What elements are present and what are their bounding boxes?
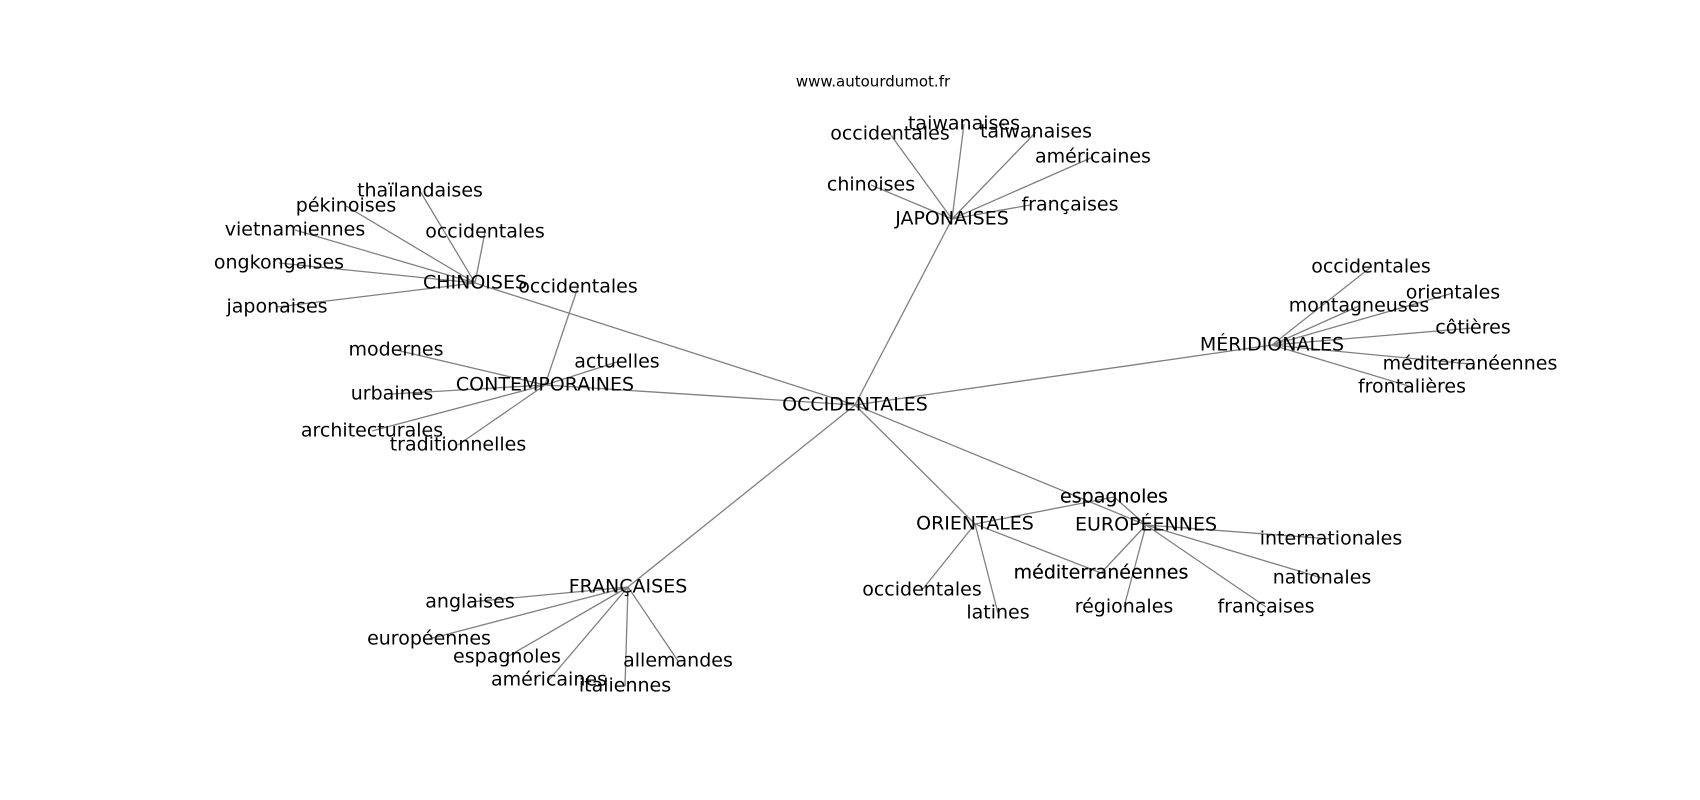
edge-meridionales-5: [1271, 344, 1413, 388]
leaf-label-chinoises-3: ongkongaises: [214, 252, 344, 274]
leaf-label-contemporaines-4: architecturales: [301, 420, 443, 442]
leaf-label-orientales-3: méditerranéennes: [1014, 562, 1189, 584]
edge-contemporaines-0: [544, 286, 579, 386]
leaf-label-chinoises-1: pékinoises: [296, 195, 396, 217]
leaf-label-contemporaines-2: modernes: [349, 339, 444, 361]
leaf-label-japonaises-4: chinoises: [827, 174, 915, 196]
edge-chinoises-0: [419, 190, 476, 284]
leaf-label-japonaises-5: françaises: [1021, 194, 1118, 216]
edge-orientales-3: [974, 523, 1102, 574]
leaf-label-meridionales-0: occidentales: [1311, 256, 1431, 278]
edge-chinoises-1: [345, 205, 476, 284]
edge-europeennes-4: [1123, 524, 1147, 608]
leaf-label-europeennes-0: espagnoles: [1060, 486, 1168, 508]
edge-japonaises-0: [889, 133, 953, 220]
leaf-label-europeennes-2: nationales: [1273, 567, 1372, 589]
edge-japonaises-5: [951, 204, 1031, 220]
edge-meridionales-1: [1271, 305, 1360, 346]
hub-label-chinoises: CHINOISES: [423, 272, 527, 294]
edge-japonaises-1: [951, 123, 965, 220]
leaf-label-chinoises-0: thaïlandaises: [357, 180, 483, 202]
edge-center-chinoises: [474, 282, 856, 406]
leaf-label-japonaises-0: occidentales: [830, 123, 950, 145]
leaf-label-contemporaines-1: actuelles: [574, 351, 659, 373]
center-label: OCCIDENTALES: [782, 394, 928, 416]
leaf-label-francaises-4: italiennes: [579, 675, 671, 697]
edge-europeennes-0: [1113, 496, 1147, 526]
leaf-label-orientales-2: latines: [966, 602, 1029, 624]
leaf-label-meridionales-1: montagneuses: [1289, 295, 1430, 317]
leaf-label-francaises-1: européennes: [367, 628, 491, 650]
leaf-label-orientales-0: espagnoles: [1060, 486, 1168, 508]
edge-contemporaines-4: [371, 384, 546, 432]
hub-label-francaises: FRANÇAISES: [569, 576, 688, 598]
edge-center-japonaises: [854, 218, 953, 406]
edge-chinoises-3: [278, 262, 476, 284]
edge-contemporaines-3: [391, 384, 546, 395]
site-url: www.autourdumot.fr: [796, 73, 951, 91]
edge-meridionales-4: [1271, 344, 1471, 365]
edge-francaises-2: [506, 586, 629, 658]
edge-chinoises-4: [276, 282, 476, 308]
edge-europeennes-5: [1100, 524, 1147, 574]
hub-label-japonaises: JAPONAISES: [894, 208, 1009, 230]
edge-japonaises-4: [870, 184, 953, 220]
edge-meridionales-3: [1271, 327, 1474, 346]
edge-contemporaines-2: [395, 349, 546, 386]
edge-center-contemporaines: [544, 384, 856, 406]
edge-orientales-1: [921, 523, 976, 591]
edge-chinoises-2: [294, 229, 476, 284]
edge-meridionales-0: [1271, 266, 1372, 346]
edge-francaises-4: [624, 586, 629, 687]
hub-label-europeennes: EUROPÉENNES: [1075, 513, 1217, 536]
leaf-label-contemporaines-5: traditionnelles: [390, 434, 527, 456]
leaf-label-japonaises-3: américaines: [1035, 146, 1151, 168]
edge-chinoises-5: [474, 231, 486, 284]
edge-europeennes-1: [1145, 524, 1332, 540]
edge-europeennes-3: [1145, 524, 1267, 608]
leaf-label-meridionales-2: orientales: [1406, 282, 1500, 304]
leaf-label-francaises-2: espagnoles: [453, 646, 561, 668]
leaf-label-chinoises-5: occidentales: [425, 221, 545, 243]
leaf-label-orientales-1: occidentales: [862, 579, 982, 601]
edge-francaises-5: [627, 586, 679, 662]
leaf-label-contemporaines-3: urbaines: [351, 383, 433, 405]
edge-contemporaines-1: [544, 361, 618, 386]
leaf-label-meridionales-5: frontalières: [1358, 376, 1466, 398]
hub-label-contemporaines: CONTEMPORAINES: [456, 374, 634, 396]
leaf-label-meridionales-3: côtières: [1435, 317, 1510, 339]
edge-center-orientales: [854, 404, 976, 525]
edge-francaises-3: [548, 586, 629, 681]
hub-label-meridionales: MÉRIDIONALES: [1200, 333, 1344, 356]
leaf-label-francaises-0: anglaises: [425, 591, 514, 613]
edge-contemporaines-5: [457, 384, 546, 446]
leaf-label-europeennes-3: françaises: [1217, 596, 1314, 618]
edge-center-francaises: [627, 404, 856, 588]
edge-center-europeennes: [854, 404, 1147, 526]
edge-francaises-1: [428, 586, 629, 640]
edge-francaises-0: [469, 586, 629, 603]
leaf-label-chinoises-2: vietnamiennes: [225, 219, 366, 241]
leaf-label-europeennes-5: méditerranéennes: [1014, 562, 1189, 584]
edge-europeennes-2: [1145, 524, 1323, 579]
leaf-label-japonaises-1: taiwanaises: [908, 113, 1020, 135]
leaf-label-contemporaines-0: occidentales: [518, 276, 638, 298]
edge-japonaises-3: [951, 156, 1094, 220]
leaf-label-meridionales-4: méditerranéennes: [1383, 353, 1558, 375]
hub-label-orientales: ORIENTALES: [916, 513, 1034, 535]
leaf-label-chinoises-4: japonaises: [225, 296, 327, 318]
edge-meridionales-2: [1271, 292, 1454, 346]
leaf-label-francaises-5: allemandes: [623, 650, 733, 672]
leaf-label-europeennes-1: internationales: [1260, 528, 1403, 550]
leaf-label-japonaises-2: taïwanaises: [980, 121, 1092, 143]
edge-orientales-2: [974, 523, 999, 614]
edges: [276, 123, 1474, 687]
leaf-label-europeennes-4: régionales: [1075, 596, 1174, 618]
edge-orientales-0: [974, 496, 1115, 525]
edge-center-meridionales: [854, 344, 1273, 406]
leaf-label-francaises-3: américaines: [491, 669, 607, 691]
edge-japonaises-2: [951, 131, 1037, 220]
